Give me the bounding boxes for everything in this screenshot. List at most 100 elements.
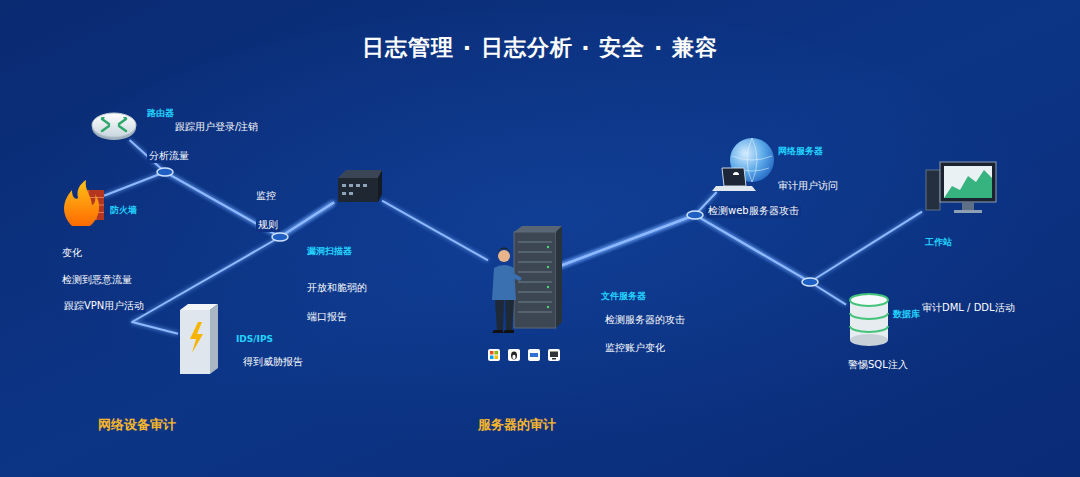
- node-description: 跟踪用户登录/注销: [175, 121, 258, 134]
- server-rack-icon: [556, 226, 562, 328]
- workstation-icon: [944, 170, 992, 198]
- database-icon: [850, 313, 888, 332]
- scanner-icon: [378, 170, 382, 202]
- workstation-icon: [926, 162, 996, 213]
- connector-line: [558, 215, 846, 305]
- server-rack-icon: [514, 226, 562, 328]
- os-icons: [495, 351, 499, 355]
- os-icons: [528, 349, 540, 361]
- router-icon: [101, 117, 127, 120]
- server-rack-icon: [547, 246, 549, 308]
- junction-dot: [802, 278, 818, 286]
- web-server-icon: [712, 186, 756, 191]
- server-rack-icon: [547, 246, 549, 248]
- server-rack-icon: [547, 266, 549, 268]
- workstation-icon: [954, 210, 982, 213]
- os-icons: [488, 349, 560, 361]
- workstation-icon: [926, 170, 940, 210]
- scanner-icon: [342, 192, 346, 195]
- server-rack-icon: [547, 286, 549, 288]
- scanner-icon: [338, 170, 382, 202]
- router-node: 路由器跟踪用户登录/注销分析流量: [92, 112, 136, 140]
- firewall-icon: [64, 180, 104, 226]
- ids-ips-icon: [180, 304, 218, 374]
- os-icons: [490, 351, 494, 355]
- database-icon: [850, 294, 888, 346]
- web-server-icon: [712, 138, 774, 191]
- node-description: 分析流量: [147, 150, 191, 163]
- web-server-node: 网络服务器审计用户访问检测web服务器攻击: [710, 136, 776, 192]
- node-title: IDS/IPS: [236, 334, 273, 345]
- caption-text: 监控: [256, 190, 276, 203]
- node-description: 得到威胁报告: [243, 356, 303, 369]
- os-icons: [550, 352, 558, 358]
- ids-ips-icon: [190, 322, 203, 353]
- scanner-icon: [363, 184, 367, 187]
- node-title: 漏洞扫描器: [307, 246, 352, 257]
- junction-dot: [687, 211, 703, 219]
- router-icon: [92, 113, 136, 137]
- node-description: 警惕SQL注入: [848, 359, 908, 372]
- connector-line: [382, 201, 488, 261]
- workstation-icon: [962, 202, 974, 210]
- server-rack-icon: [547, 306, 549, 308]
- node-title: 网络服务器: [778, 146, 823, 157]
- scanner-icon: [349, 192, 353, 195]
- web-server-icon: [722, 168, 746, 186]
- ids-ips-icon: [180, 310, 210, 374]
- scanner-node: 漏洞扫描器开放和脆弱的端口报告: [334, 168, 382, 206]
- section-heading: 服务器的审计: [478, 417, 556, 433]
- os-icons: [530, 353, 538, 357]
- node-title: 防火墙: [110, 205, 137, 216]
- connector-line: [558, 192, 717, 267]
- junction-dot: [272, 233, 288, 241]
- workstation-icon: [944, 166, 992, 198]
- web-server-icon: [733, 172, 739, 175]
- server-rack-icon: [514, 226, 562, 232]
- connector-line: [132, 202, 334, 333]
- server-rack-icon: [518, 242, 552, 312]
- node-description: 端口报告: [307, 311, 347, 324]
- connector-line: [104, 172, 334, 237]
- database-node: 数据库审计DML / DDL活动警惕SQL注入: [846, 292, 892, 346]
- node-description: 检测web服务器攻击: [706, 205, 801, 218]
- os-icons: [511, 352, 517, 360]
- database-icon: [850, 294, 888, 306]
- workstation-icon: [940, 162, 996, 202]
- os-icons: [495, 356, 499, 360]
- scanner-icon: [349, 184, 353, 187]
- ids-ips-node: IDS/IPS得到威胁报告: [178, 302, 220, 376]
- node-description: 检测到恶意流量: [62, 274, 132, 287]
- node-title: 工作站: [925, 237, 952, 248]
- person-figure: [492, 330, 514, 333]
- scanner-icon: [342, 184, 367, 195]
- section-heading: 网络设备审计: [98, 417, 176, 433]
- person-figure: [495, 300, 514, 330]
- caption-text: 规则: [256, 219, 280, 232]
- person-figure: [498, 250, 510, 262]
- node-description: 审计DML / DDL活动: [922, 302, 1018, 315]
- firewall-icon: [64, 180, 99, 226]
- router-icon: [102, 119, 126, 131]
- diagram-title: 日志管理 · 日志分析 · 安全 · 兼容: [362, 34, 718, 62]
- node-description: 审计用户访问: [778, 180, 838, 193]
- scanner-icon: [356, 184, 360, 187]
- router-icon: [92, 113, 136, 140]
- ids-ips-icon: [210, 304, 218, 374]
- scanner-icon: [338, 170, 382, 178]
- node-description: 监控账户变化: [605, 342, 665, 355]
- person-figure: [498, 247, 510, 254]
- junction-dot: [157, 168, 173, 176]
- person-figure: [510, 272, 522, 281]
- node-title: 路由器: [147, 108, 174, 119]
- node-description: 开放和脆弱的: [307, 282, 367, 295]
- node-title: 文件服务器: [601, 291, 646, 302]
- workstation-node: 工作站: [922, 158, 1000, 216]
- node-description: 检测服务器的攻击: [605, 314, 685, 327]
- database-icon: [850, 334, 888, 346]
- scanner-icon: [338, 178, 378, 202]
